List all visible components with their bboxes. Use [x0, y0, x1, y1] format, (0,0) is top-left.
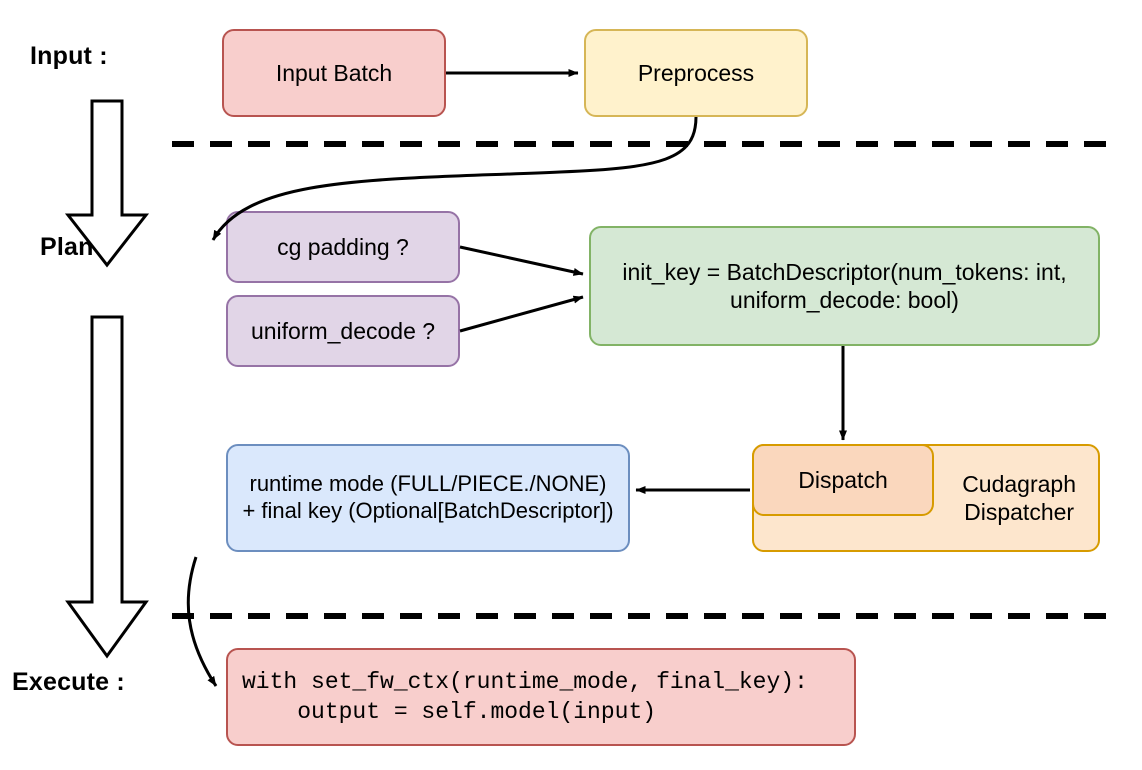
node-uniform-decode-label: uniform_decode ?	[250, 317, 436, 344]
connector-uniform-decode-to-init-key	[459, 295, 584, 333]
block-arrow-plan-to-execute	[65, 315, 149, 659]
connector-runtime-mode-to-execute-code	[186, 556, 218, 687]
node-execute-code-label: with set_fw_ctx(runtime_mode, final_key)…	[242, 668, 808, 725]
connector-cg-padding-to-init-key	[459, 245, 584, 276]
node-execute-code[interactable]: with set_fw_ctx(runtime_mode, final_key)…	[226, 648, 856, 746]
stage-label-execute: Execute :	[12, 668, 125, 696]
node-init-key-label: init_key = BatchDescriptor(num_tokens: i…	[622, 258, 1067, 313]
node-input-batch-label: Input Batch	[275, 59, 393, 86]
node-preprocess[interactable]: Preprocess	[584, 29, 808, 117]
node-input-batch[interactable]: Input Batch	[222, 29, 446, 117]
node-runtime-mode-label: runtime mode (FULL/PIECE./NONE) + final …	[242, 471, 614, 523]
node-dispatch[interactable]: Dispatch	[752, 444, 934, 516]
node-dispatch-label: Dispatch	[798, 466, 888, 493]
node-cg-padding-label: cg padding ?	[277, 233, 409, 260]
node-runtime-mode[interactable]: runtime mode (FULL/PIECE./NONE) + final …	[226, 444, 630, 552]
node-cg-padding[interactable]: cg padding ?	[226, 211, 460, 283]
node-preprocess-label: Preprocess	[637, 59, 755, 86]
node-init-key[interactable]: init_key = BatchDescriptor(num_tokens: i…	[589, 226, 1100, 346]
stage-label-input: Input :	[30, 42, 108, 70]
node-uniform-decode[interactable]: uniform_decode ?	[226, 295, 460, 367]
node-cudagraph-dispatcher-label: Cudagraph Dispatcher	[962, 470, 1076, 525]
stage-label-plan: Plan :	[40, 233, 110, 261]
